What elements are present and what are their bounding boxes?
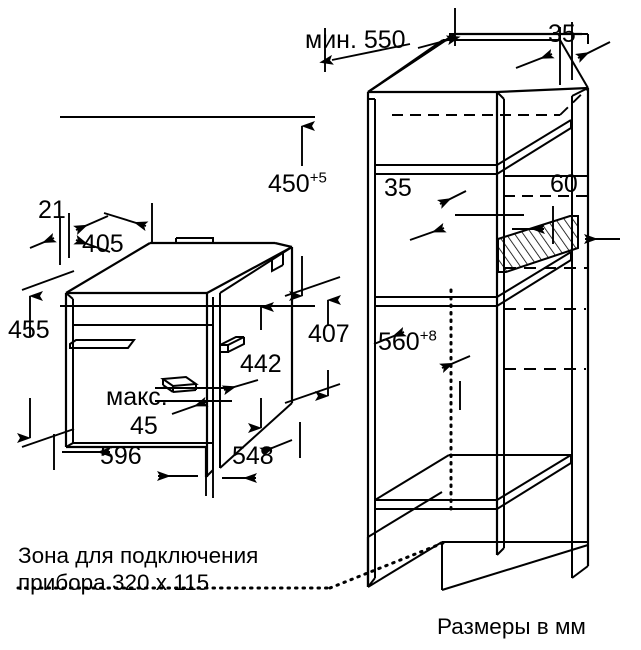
cabinet-interior-back xyxy=(495,91,505,556)
cabinet-hidden-lines xyxy=(392,87,589,197)
dim-596 xyxy=(53,434,207,496)
dim-560-value: 560 xyxy=(378,328,420,356)
dim-label-455: 455 xyxy=(8,316,50,344)
dim-label-top-35: 35 xyxy=(548,20,576,48)
connection-zone-note-line1: Зона для подключения xyxy=(18,543,259,568)
dim-560 xyxy=(373,326,471,410)
dim-450-tolerance: +5 xyxy=(309,169,327,187)
dim-548 xyxy=(212,422,301,498)
dim-21 xyxy=(29,213,109,265)
dim-450-value: 450 xyxy=(268,170,310,198)
ventilation-cutout xyxy=(497,215,579,273)
cabinet-mid-shelf xyxy=(374,251,572,307)
dim-455 xyxy=(17,270,75,448)
cabinet-bottom-shelf xyxy=(374,454,572,510)
dim-min-550 xyxy=(319,8,461,72)
dim-label-shelf-35: 35 xyxy=(384,174,412,202)
dim-60 xyxy=(512,206,620,244)
dim-shelf-35 xyxy=(409,190,524,241)
dim-label-maks-value: 45 xyxy=(130,412,158,440)
dim-label-560: 560+8 xyxy=(378,327,437,356)
connection-zone-pointer xyxy=(16,541,445,590)
units-note: Размеры в мм xyxy=(437,614,586,639)
cabinet-hidden-lines-3 xyxy=(504,267,588,370)
dim-405 xyxy=(73,203,153,253)
cabinet-plinth xyxy=(366,491,589,591)
dim-label-min-550: мин. 550 xyxy=(305,26,406,54)
dim-label-21: 21 xyxy=(38,196,66,224)
cabinet-left-panel xyxy=(366,92,376,588)
dim-label-450: 450+5 xyxy=(268,169,327,198)
dim-label-maks: макс. xyxy=(106,383,168,411)
dim-max-45 xyxy=(155,379,259,415)
dim-label-405: 405 xyxy=(82,230,124,258)
cabinet-upper-shelf xyxy=(374,119,572,175)
dim-560-tolerance: +8 xyxy=(419,327,437,345)
connection-zone-note-line2: прибора 320 x 115 xyxy=(18,570,210,595)
dim-407 xyxy=(284,276,341,404)
dim-label-407: 407 xyxy=(308,320,350,348)
dim-450 xyxy=(60,116,315,307)
cabinet-right-panel xyxy=(571,87,590,579)
dim-label-548: 548 xyxy=(232,442,274,470)
dim-label-442: 442 xyxy=(240,350,282,378)
dim-top-35 xyxy=(515,22,611,85)
dim-label-596: 596 xyxy=(100,442,142,470)
dim-label-60: 60 xyxy=(550,170,578,198)
